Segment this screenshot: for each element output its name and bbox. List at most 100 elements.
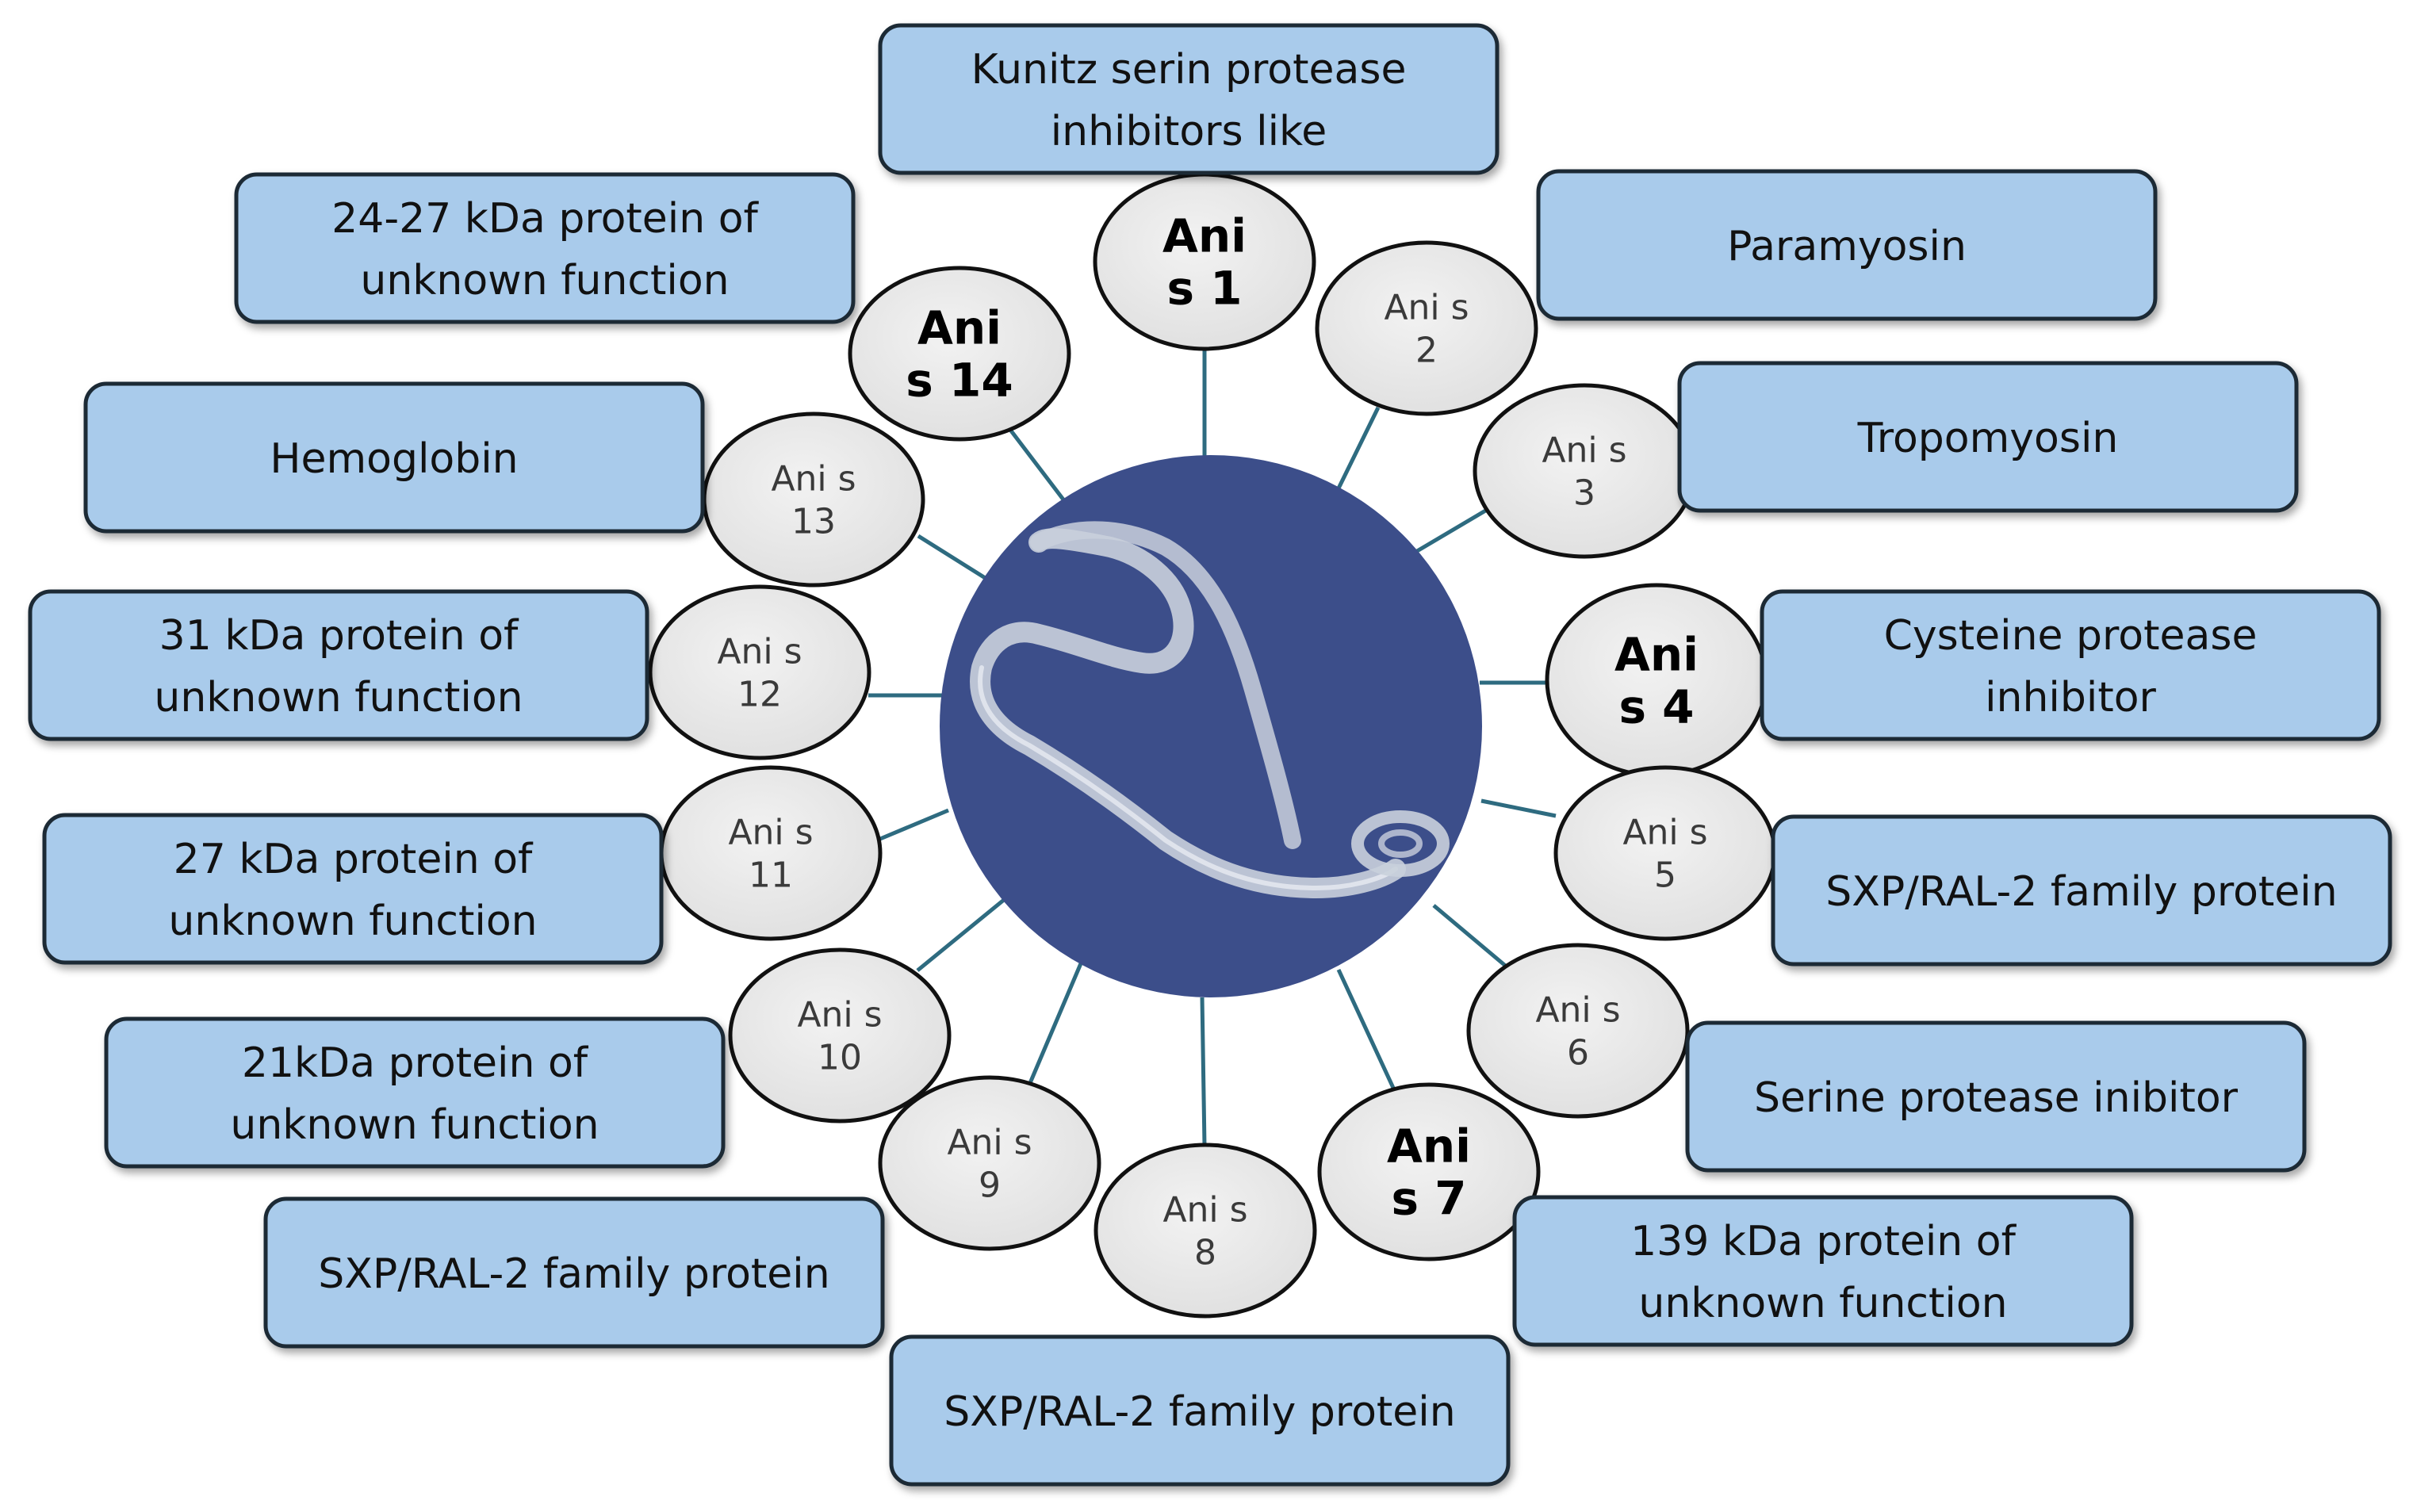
function-box-rect [28, 589, 649, 741]
allergen-name-line2: s 1 [1166, 261, 1242, 315]
allergen-name-line1: Ani [1387, 1119, 1471, 1173]
allergen-name-line1: Ani s [1542, 430, 1626, 470]
connector-line-ani-s-10 [916, 894, 1010, 972]
function-box-rect [42, 813, 664, 965]
function-label-line: unknown function [154, 674, 523, 722]
center-worm-circle [940, 455, 1482, 997]
function-label-line: inhibitor [1985, 674, 2156, 722]
allergen-ellipse [1315, 240, 1538, 416]
allergen-name-line2: 10 [818, 1037, 862, 1078]
allergen-name-line2: 11 [749, 855, 793, 895]
connector-line-ani-s-11 [879, 808, 949, 841]
function-box-ani-s-11: 27 kDa protein of unknown function [42, 813, 664, 965]
allergen-name-line2: s 7 [1391, 1171, 1466, 1225]
function-box-rect [889, 1334, 1511, 1487]
allergen-ellipse [848, 266, 1071, 442]
function-box-rect [234, 172, 856, 324]
function-box-ani-s-8: SXP/RAL-2 family protein [889, 1334, 1511, 1487]
allergen-name-line2: 5 [1654, 855, 1676, 895]
allergen-name-line1: Ani s [1162, 1189, 1247, 1230]
connector-line-ani-s-2 [1334, 406, 1381, 495]
allergen-node-ani-s-2: Ani s2 [1315, 240, 1538, 416]
function-box-ani-s-12: 31 kDa protein of unknown function [28, 589, 649, 741]
connector-line-ani-s-8 [1200, 997, 1207, 1146]
function-label-line: Hemoglobin [270, 435, 518, 483]
allergen-node-ani-s-12: Ani s12 [648, 584, 871, 760]
function-box-rect [83, 381, 705, 534]
function-label-line: SXP/RAL-2 family protein [944, 1388, 1455, 1436]
function-box-ani-s-2: Paramyosin [1536, 169, 2158, 321]
function-box-rect [1771, 814, 2392, 967]
connector-line-ani-s-7 [1336, 968, 1400, 1100]
allergen-node-ani-s-5: Ani s5 [1553, 765, 1777, 941]
connector-line-ani-s-14 [1009, 428, 1070, 507]
function-label-line: 21kDa protein of [242, 1039, 589, 1087]
function-box-ani-s-10: 21kDa protein of unknown function [104, 1016, 726, 1169]
allergen-node-ani-s-10: Ani s10 [728, 947, 952, 1123]
function-label-line: SXP/RAL-2 family protein [1825, 868, 2337, 916]
allergen-name-line1: Ani s [717, 631, 802, 672]
allergen-ellipse [878, 1075, 1101, 1251]
allergen-name-line1: Ani s [771, 458, 856, 499]
function-label-line: SXP/RAL-2 family protein [318, 1250, 829, 1298]
function-box-rect [263, 1196, 885, 1349]
function-box-ani-s-6: Serine protease inibitor [1685, 1020, 2307, 1173]
allergen-node-ani-s-9: Ani s9 [878, 1075, 1101, 1251]
function-label-line: unknown function [230, 1101, 599, 1149]
allergen-name-line2: 3 [1573, 473, 1595, 513]
function-label-line: Serine protease inibitor [1754, 1074, 2239, 1122]
function-label-line: 24-27 kDa protein of [331, 195, 759, 243]
function-box-rect [878, 23, 1500, 175]
connector-line-ani-s-5 [1480, 798, 1557, 818]
allergen-name-line2: 13 [791, 501, 836, 542]
allergen-ellipse [659, 765, 883, 941]
function-box-ani-s-9: SXP/RAL-2 family protein [263, 1196, 885, 1349]
allergen-node-ani-s-11: Ani s11 [659, 765, 883, 941]
allergen-name-line2: 6 [1567, 1032, 1589, 1073]
function-box-ani-s-13: Hemoglobin [83, 381, 705, 534]
allergen-name-line2: 12 [737, 674, 782, 714]
allergen-name-line1: Ani [1162, 209, 1247, 262]
function-label-line: 27 kDa protein of [174, 836, 534, 883]
function-box-rect [1760, 589, 2381, 741]
allergen-name-line1: Ani [1614, 627, 1699, 681]
function-label-line: 31 kDa protein of [159, 612, 519, 660]
function-label-line: unknown function [168, 898, 537, 945]
center-circle [940, 455, 1482, 997]
function-label-line: Tropomyosin [1857, 415, 2119, 462]
function-box-ani-s-4: Cysteine protease inhibitor [1760, 589, 2381, 741]
allergen-node-ani-s-8: Ani s8 [1094, 1143, 1317, 1319]
allergen-node-ani-s-13: Ani s13 [702, 411, 925, 588]
connector-line-ani-s-13 [917, 534, 994, 585]
function-box-rect [1536, 169, 2158, 321]
allergen-ellipse [1466, 943, 1690, 1119]
function-box-rect [104, 1016, 726, 1169]
connector-line-ani-s-9 [1028, 946, 1090, 1084]
allergen-ellipse [728, 947, 952, 1123]
allergen-ellipse [702, 411, 925, 588]
allergen-name-line2: 2 [1415, 330, 1438, 370]
function-label-line: Cysteine protease [1884, 612, 2258, 660]
allergen-node-ani-s-3: Ani s3 [1473, 383, 1696, 559]
function-label-line: Paramyosin [1727, 223, 1967, 270]
function-label-line: unknown function [360, 257, 729, 304]
allergen-name-line1: Ani s [797, 994, 882, 1035]
function-box-ani-s-5: SXP/RAL-2 family protein [1771, 814, 2392, 967]
allergen-name-line1: Ani [917, 300, 1002, 354]
allergen-name-line1: Ani s [1384, 287, 1469, 327]
function-box-ani-s-14: 24-27 kDa protein of unknown function [234, 172, 856, 324]
allergen-ellipse [1094, 1143, 1317, 1319]
allergen-ellipse [1473, 383, 1696, 559]
function-box-rect [1685, 1020, 2307, 1173]
function-box-rect [1677, 361, 2299, 513]
function-label-line: Kunitz serin protease [971, 46, 1407, 94]
allergen-node-ani-s-6: Ani s6 [1466, 943, 1690, 1119]
function-box-rect [1512, 1195, 2134, 1347]
